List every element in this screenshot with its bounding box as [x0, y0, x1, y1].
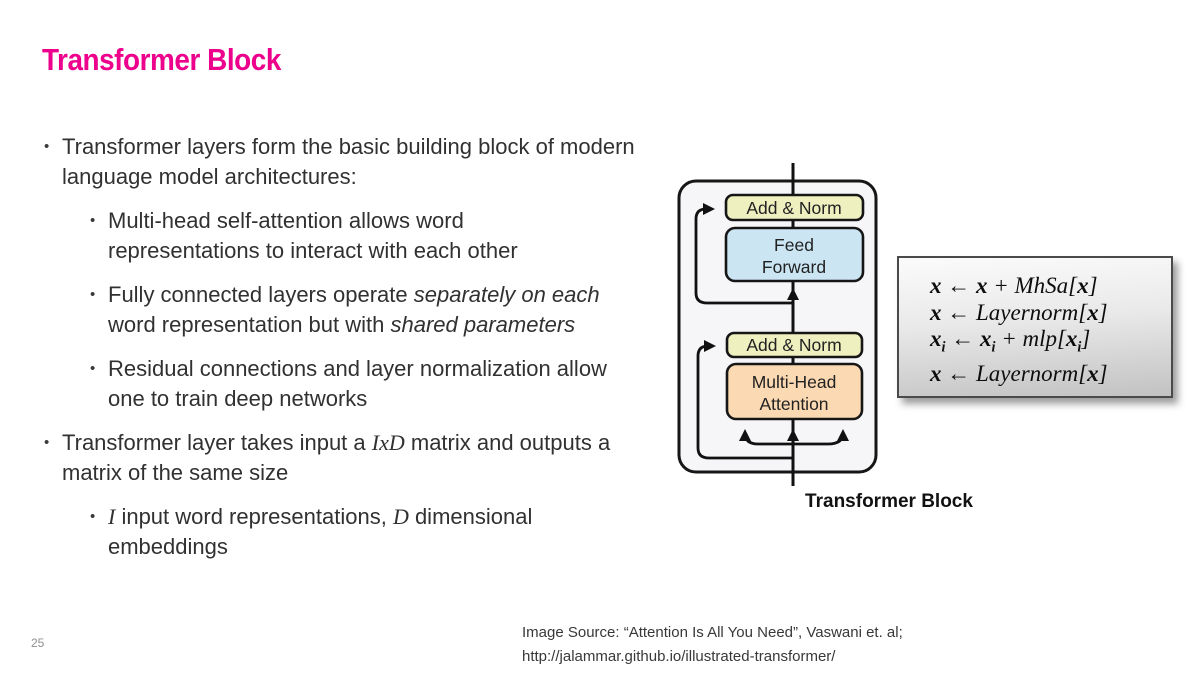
bullet-text: I input word representations, D dimensio… — [108, 504, 533, 559]
bullet-text: Transformer layer takes input a IxD matr… — [62, 430, 611, 485]
add-norm-bottom-label: Add & Norm — [746, 335, 841, 355]
mha-label-line1: Multi-Head — [752, 372, 837, 392]
bullet-marker: • — [90, 360, 96, 377]
attention-input-arrow-left — [739, 429, 793, 446]
bullet-item: • Transformer layers form the basic build… — [44, 132, 644, 192]
bullet-list: • Transformer layers form the basic build… — [44, 132, 644, 576]
equation-line: x ← Layernorm[x] — [930, 361, 1108, 387]
bullet-marker: • — [90, 286, 96, 303]
multi-head-attention-box — [725, 362, 864, 421]
bullet-text: Transformer layers form the basic buildi… — [62, 134, 635, 189]
page-title: Transformer Block — [42, 42, 281, 77]
equation-box: x ← x + MhSa[x]x ← Layernorm[x]xi ← xi +… — [897, 256, 1173, 398]
image-source-line1: Image Source: “Attention Is All You Need… — [522, 624, 903, 641]
image-source-line2: http://jalammar.github.io/illustrated-tr… — [522, 647, 836, 665]
bullet-text: Fully connected layers operate separatel… — [108, 282, 600, 337]
add-norm-top-box — [724, 193, 865, 222]
bullet-marker: • — [44, 434, 50, 451]
residual-skip-lower — [696, 340, 793, 460]
bullet-item: • I input word representations, D dimensi… — [90, 502, 644, 562]
feed-forward-box — [724, 226, 865, 283]
feed-forward-label-line1: Feed — [774, 235, 814, 255]
equation-line: x ← Layernorm[x] — [930, 299, 1108, 325]
feed-forward-label-line2: Forward — [762, 257, 826, 277]
residual-skip-upper — [694, 203, 793, 305]
equation-line: xi ← xi + mlp[xi] — [930, 326, 1091, 356]
add-norm-bottom-box — [725, 331, 864, 359]
mha-label-line2: Attention — [759, 394, 828, 414]
bullet-item: • Multi-head self-attention allows word r… — [90, 206, 644, 266]
bullet-text: Multi-head self-attention allows word re… — [108, 208, 518, 263]
add-norm-top-label: Add & Norm — [746, 198, 841, 218]
diagram-outer-box — [677, 179, 878, 474]
diagram-caption: Transformer Block — [805, 491, 973, 512]
bullet-item: • Fully connected layers operate separate… — [90, 280, 644, 340]
attention-input-arrow-right — [793, 429, 849, 446]
equation-line: x ← x + MhSa[x] — [930, 273, 1098, 298]
bullet-item: • Residual connections and layer normaliz… — [90, 354, 644, 414]
bullet-marker: • — [44, 138, 50, 155]
bullet-marker: • — [90, 508, 96, 525]
image-source: Image Source: “Attention Is All You Need… — [522, 621, 903, 668]
bullet-item: • Transformer layer takes input a IxD mat… — [44, 428, 644, 488]
bullet-marker: • — [90, 212, 96, 229]
page-number: 25 — [31, 636, 45, 650]
bullet-text: Residual connections and layer normaliza… — [108, 356, 607, 411]
